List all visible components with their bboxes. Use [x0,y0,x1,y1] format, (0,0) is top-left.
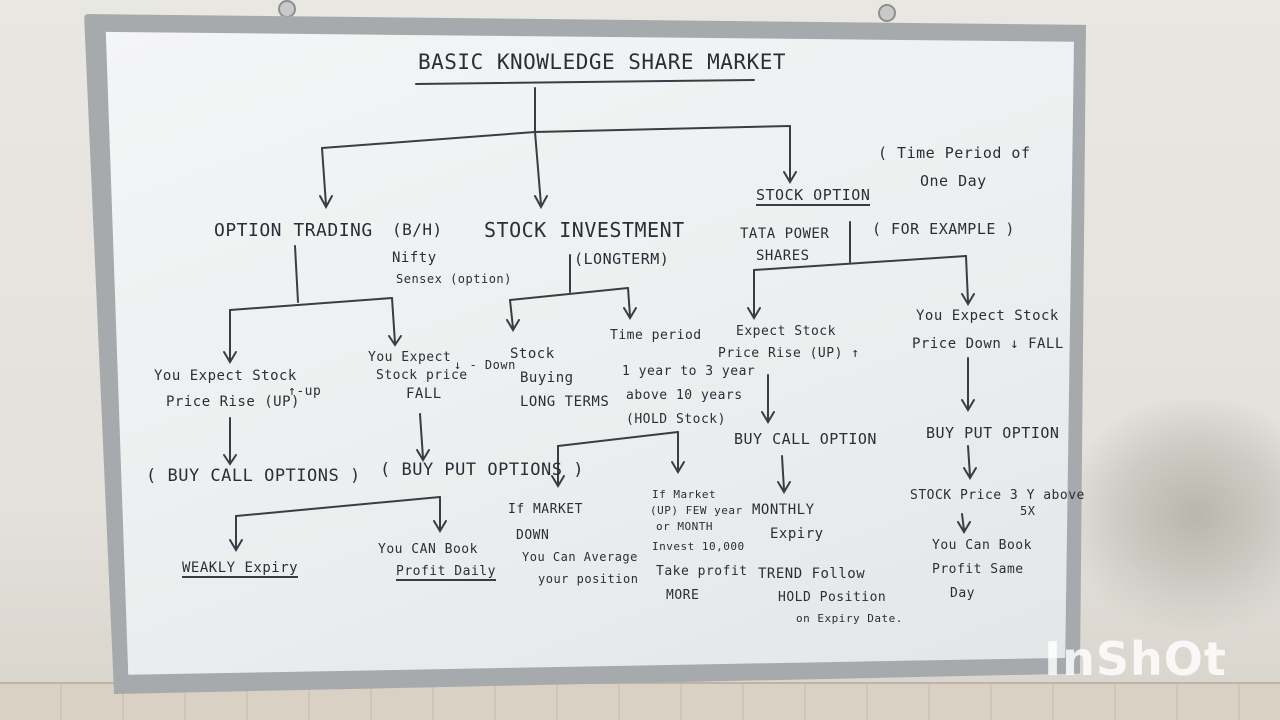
si-right-heading: Time period [610,328,702,343]
board-pin-right [878,4,896,22]
stock-option-label: STOCK OPTION [756,186,871,206]
arrow-stock-price [963,445,977,480]
ot-right-line1: You Expect [368,350,452,365]
stock-option-company1: TATA POWER [740,226,830,242]
so-left-line1: Expect Stock [736,324,836,339]
so-left-extra3: on Expiry Date. [796,612,903,625]
so-right-line2: Price Down ↓ FALL [912,336,1064,352]
si-left-line1: Stock [510,346,555,362]
si-right-line1: 1 year to 3 year [622,364,756,379]
connector-si-bar [509,287,629,301]
si-left-line3: LONG TERMS [520,394,610,410]
si-left-line2: Buying [520,370,574,386]
so-right-line1: You Expect Stock [916,308,1059,324]
stock-option-company2: SHARES [756,248,810,264]
si-down-line1: If MARKET [508,502,583,517]
arrow-so-left [747,269,761,320]
connector-put-bar [235,496,441,517]
si-up-line3: or MONTH [656,520,713,533]
arrow-si-right [623,287,637,320]
si-up-line2: (UP) FEW year [650,504,743,517]
ot-right-mark: ↓ - Down [454,358,516,372]
so-left-extra1: TREND Follow [758,566,866,582]
so-right-extra1: You Can Book [932,538,1032,553]
si-right-line2: above 10 years [626,388,743,403]
option-trading-label: OPTION TRADING [214,220,373,241]
connector-hold-bar [557,431,679,447]
so-right-extra2: Profit Same [932,562,1024,577]
so-right-result2: 5X [1020,504,1036,518]
arrow-monthly [777,455,791,494]
ot-right-result2: Profit Daily [396,564,496,581]
arrow-so-right [961,255,975,306]
so-left-result1: MONTHLY [752,502,815,518]
arrow-market-up [671,431,685,474]
ot-right-action: ( BUY PUT OPTIONS ) [380,460,584,480]
arrow-so-put [961,357,975,412]
arrow-option-trading [319,147,333,210]
stock-option-note2: One Day [920,172,987,190]
connector-ot-stem [294,245,299,303]
arrow-ot-left [223,309,237,364]
arrow-stock-investment [534,131,548,210]
title-underline [415,79,755,85]
arrow-stock-option [783,125,797,184]
ot-left-result: WEAKLY Expiry [182,560,299,578]
si-up-line5: Take profit [656,564,748,579]
whiteboard-surface [105,31,1074,675]
ot-right-line3: FALL [406,386,442,402]
ot-left-line2: Price Rise (UP) [166,394,300,410]
si-down-line4: your position [538,572,639,586]
so-right-extra3: Day [950,586,975,601]
arrow-ot-right [388,297,402,347]
connector-ot-bar [229,297,393,311]
arrow-market-down [551,445,565,488]
arrow-book-same-day [957,513,971,534]
so-right-result1: STOCK Price 3 Y above [910,488,1085,503]
ot-right-result1: You CAN Book [378,542,478,557]
wall-stain [1070,400,1280,630]
option-trading-sub2: Sensex (option) [396,272,512,286]
arrow-weakly [229,515,243,552]
stock-option-example: ( FOR EXAMPLE ) [872,220,1015,238]
option-trading-tag: (B/H) [392,220,443,239]
page-title: BASIC KNOWLEDGE SHARE MARKET [418,50,787,74]
so-left-result2: Expiry [770,526,824,542]
connector-top-left [321,131,536,149]
ot-right-line2: Stock price [376,368,468,383]
connector-top-right [534,125,791,133]
stock-option-note1: ( Time Period of [878,144,1031,162]
stock-investment-tag: (LONGTERM) [574,250,670,268]
so-left-extra2: HOLD Position [778,590,887,605]
ot-left-mark: ↑-up [288,384,322,399]
arrow-book-profit [433,496,447,533]
ot-left-line1: You Expect Stock [154,368,297,384]
connector-so-bar [753,255,967,271]
si-down-line3: You Can Average [522,550,638,564]
si-down-line2: DOWN [516,528,550,543]
arrow-buy-put [416,413,430,462]
stock-investment-label: STOCK INVESTMENT [484,218,685,242]
arrow-so-call [761,374,775,424]
inshot-watermark: InShOt [1044,632,1227,686]
arrow-buy-call [223,417,237,466]
si-up-line6: MORE [666,588,700,603]
ot-left-action: ( BUY CALL OPTIONS ) [146,466,361,486]
arrow-si-left [506,299,520,332]
option-trading-sub1: Nifty [392,250,437,266]
si-up-line1: If Market [652,488,717,501]
so-left-action: BUY CALL OPTION [734,430,877,448]
si-up-line4: Invest 10,000 [652,540,745,553]
si-right-line3: (HOLD Stock) [626,412,726,427]
so-right-action: BUY PUT OPTION [926,424,1060,442]
so-left-line2: Price Rise (UP) ↑ [718,346,860,361]
